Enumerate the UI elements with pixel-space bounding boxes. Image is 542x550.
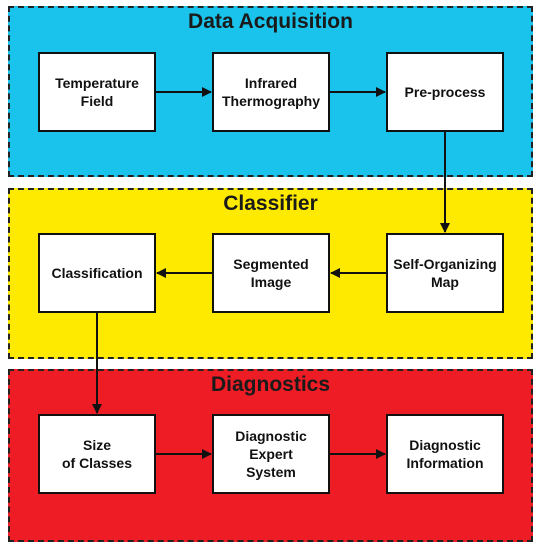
classifier-title: Classifier bbox=[223, 192, 318, 215]
self-organizing-map-label: Self-Organizing Map bbox=[393, 256, 497, 290]
size-of-classes-label: Size of Classes bbox=[61, 437, 133, 471]
classification-label: Classification bbox=[51, 265, 143, 281]
pre-process-box: Pre-process bbox=[386, 52, 504, 132]
size-of-classes-box: Size of Classes bbox=[38, 414, 156, 494]
segmented-image-label: Segmented Image bbox=[233, 256, 309, 290]
diagnostic-information-label: Diagnostic Information bbox=[406, 437, 484, 471]
classification-box: Classification bbox=[38, 233, 156, 313]
pre-process-label: Pre-process bbox=[404, 84, 486, 100]
data-acquisition-title: Data Acquisition bbox=[188, 10, 353, 33]
segmented-image-box: Segmented Image bbox=[212, 233, 330, 313]
diagnostic-expert-system-label: Diagnostic Expert System bbox=[235, 428, 307, 480]
diagnostic-information-box: Diagnostic Information bbox=[386, 414, 504, 494]
diagnostics-title: Diagnostics bbox=[210, 373, 331, 396]
infrared-thermography-label: Infrared Thermography bbox=[221, 75, 320, 109]
infrared-thermography-box: Infrared Thermography bbox=[212, 52, 330, 132]
temperature-field-label: Temperature Field bbox=[55, 75, 139, 109]
diagnostic-expert-system-box: Diagnostic Expert System bbox=[212, 414, 330, 494]
self-organizing-map-box: Self-Organizing Map bbox=[386, 233, 504, 313]
temperature-field-box: Temperature Field bbox=[38, 52, 156, 132]
